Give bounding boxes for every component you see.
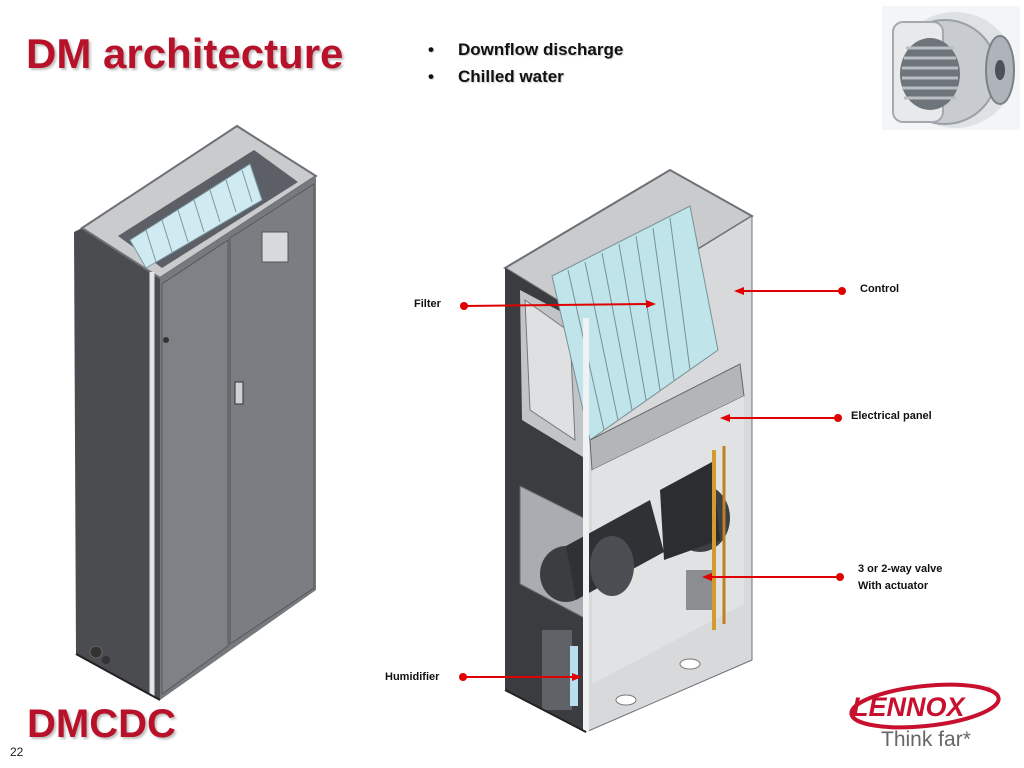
callout-valve-label: 3 or 2-way valve With actuator xyxy=(858,561,942,595)
feature-item: • Downflow discharge xyxy=(428,36,623,63)
feature-item: • Chilled water xyxy=(428,63,623,90)
callout-valve-line2: With actuator xyxy=(858,580,929,592)
blower-fan-image xyxy=(882,6,1020,130)
slide-title: DM architecture xyxy=(26,30,344,77)
feature-label: Downflow discharge xyxy=(458,40,624,59)
feature-list: • Downflow discharge • Chilled water xyxy=(428,36,623,90)
logo-wordmark: LENNOX xyxy=(852,692,967,722)
callout-lines xyxy=(459,287,846,681)
callout-control-line xyxy=(734,287,846,295)
model-name: DMCDC xyxy=(27,702,176,746)
lennox-logo: LENNOX ® xyxy=(849,682,1001,730)
callout-humidifier-label: Humidifier xyxy=(385,671,440,683)
bullet-icon: • xyxy=(428,67,434,86)
bullet-icon: • xyxy=(428,40,434,59)
logo-tagline: Think far* xyxy=(881,728,971,751)
callout-control-label: Control xyxy=(860,283,900,295)
callout-electrical-panel-line xyxy=(720,414,842,422)
callout-humidifier-line xyxy=(459,673,582,681)
open-cabinet-image xyxy=(503,168,754,733)
callout-electrical-panel-label: Electrical panel xyxy=(851,410,932,422)
callout-valve-line1: 3 or 2-way valve xyxy=(858,563,943,575)
closed-cabinet-image xyxy=(74,124,318,701)
callout-valve-line xyxy=(702,573,844,581)
callout-filter-line xyxy=(460,300,656,310)
callout-filter-label: Filter xyxy=(414,298,441,310)
feature-label: Chilled water xyxy=(458,67,564,86)
slide-number: 22 xyxy=(10,745,24,759)
logo-registered-mark: ® xyxy=(986,686,992,694)
